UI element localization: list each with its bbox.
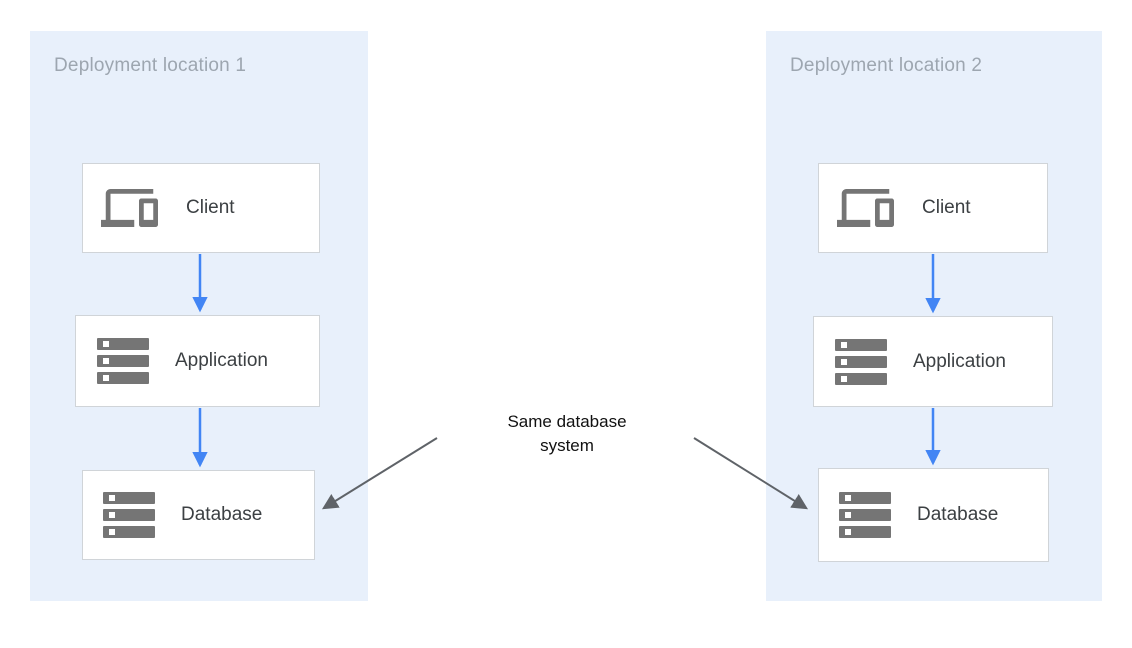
application-node-label: Application: [175, 350, 268, 371]
application-node-2: Application: [813, 316, 1053, 407]
client-node-2: Client: [818, 163, 1048, 253]
devices-icon: [837, 189, 894, 227]
panel-1-title: Deployment location 1: [54, 55, 247, 76]
devices-icon: [101, 189, 158, 227]
application-node-label: Application: [913, 350, 1006, 372]
server-stack-icon: [97, 338, 149, 384]
database-node-label: Database: [181, 504, 263, 525]
server-stack-icon: [103, 492, 155, 538]
application-node-1: Application: [75, 315, 320, 407]
database-node-1: Database: [82, 470, 315, 560]
client-node-label: Client: [922, 197, 971, 218]
same-database-system-label: Same database system: [467, 410, 667, 458]
database-node-label: Database: [917, 504, 999, 525]
client-node-1: Client: [82, 163, 320, 253]
database-node-2: Database: [818, 468, 1049, 562]
server-stack-icon: [835, 338, 887, 385]
same-database-system-line1: Same database: [507, 412, 627, 431]
same-database-system-line2: system: [540, 436, 594, 455]
server-stack-icon: [839, 492, 891, 538]
client-node-label: Client: [186, 197, 235, 218]
panel-2-title: Deployment location 2: [790, 55, 983, 76]
deployment-location-2-panel: Deployment location 2 Client Application: [766, 31, 1102, 601]
deployment-location-1-panel: Deployment location 1 Client Application: [30, 31, 368, 601]
